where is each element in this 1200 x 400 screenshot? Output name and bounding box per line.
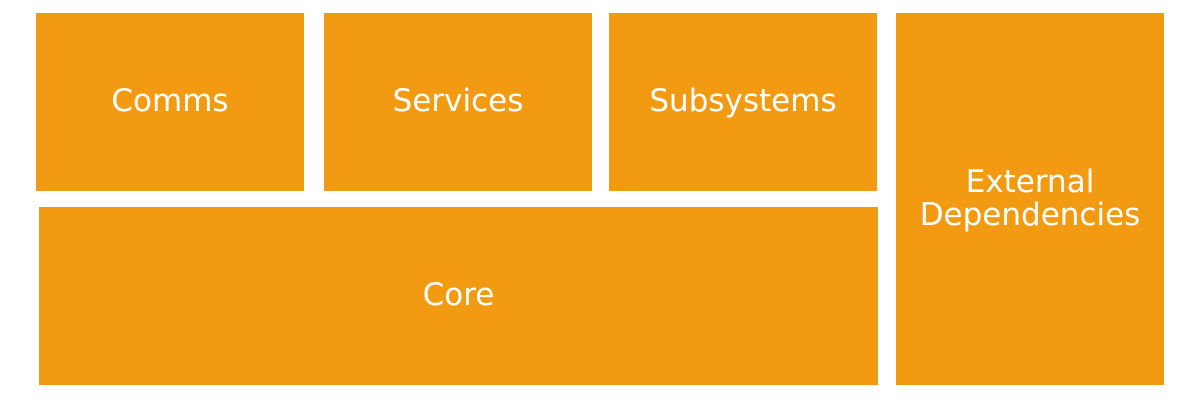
core-block: Core [39,207,878,385]
services-label: Services [392,83,524,120]
external-dependencies-block: External Dependencies [896,13,1164,385]
services-block: Services [324,13,592,191]
subsystems-label: Subsystems [649,83,837,120]
comms-label: Comms [111,83,229,120]
external-label-line-1: External [965,163,1095,200]
comms-block: Comms [36,13,304,191]
external-dependencies-label: External Dependencies [919,163,1141,233]
subsystems-block: Subsystems [609,13,877,191]
external-label-line-2: Dependencies [919,197,1141,233]
core-label: Core [422,277,495,314]
